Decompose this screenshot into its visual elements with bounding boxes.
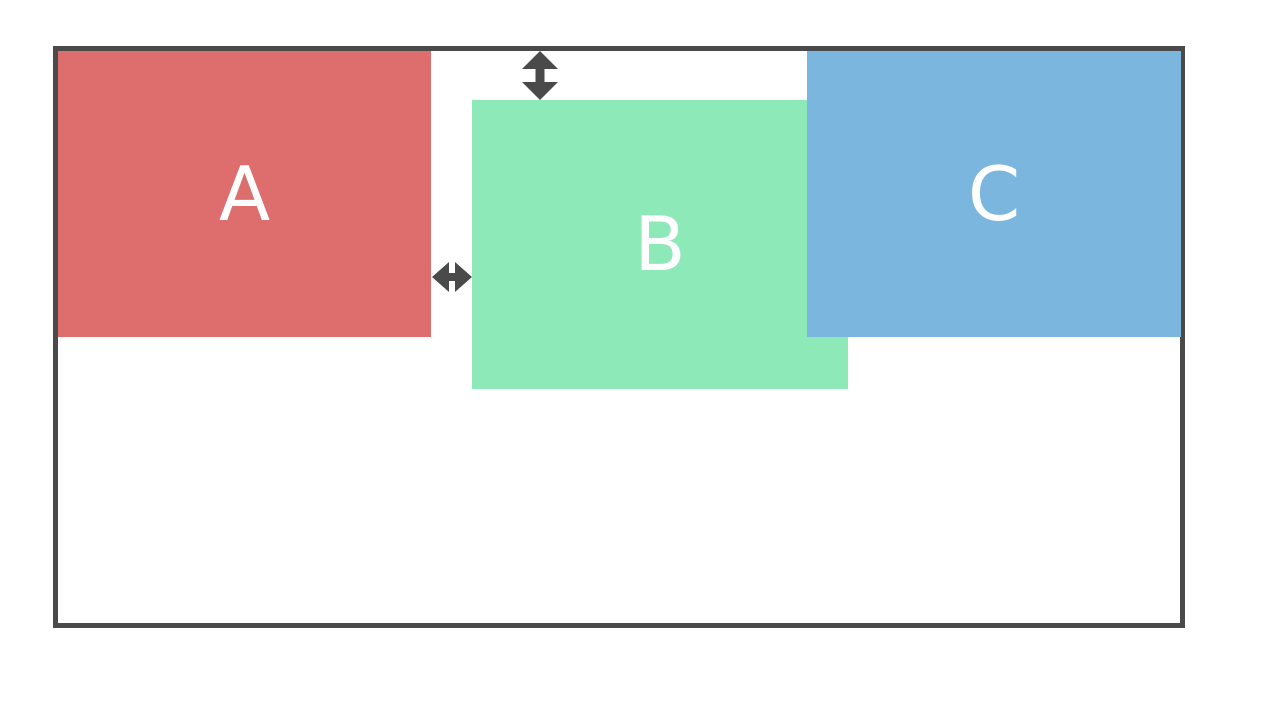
box-a-label: A <box>218 149 271 238</box>
box-a: A <box>58 51 431 337</box>
box-c-label: C <box>967 149 1021 238</box>
outer-container <box>53 46 1185 628</box>
horizontal-resize-arrow-icon <box>432 262 472 292</box>
vertical-resize-arrow-icon <box>522 51 558 100</box>
box-c: C <box>807 51 1181 337</box>
box-b-label: B <box>634 200 686 288</box>
box-b: B <box>472 100 848 389</box>
